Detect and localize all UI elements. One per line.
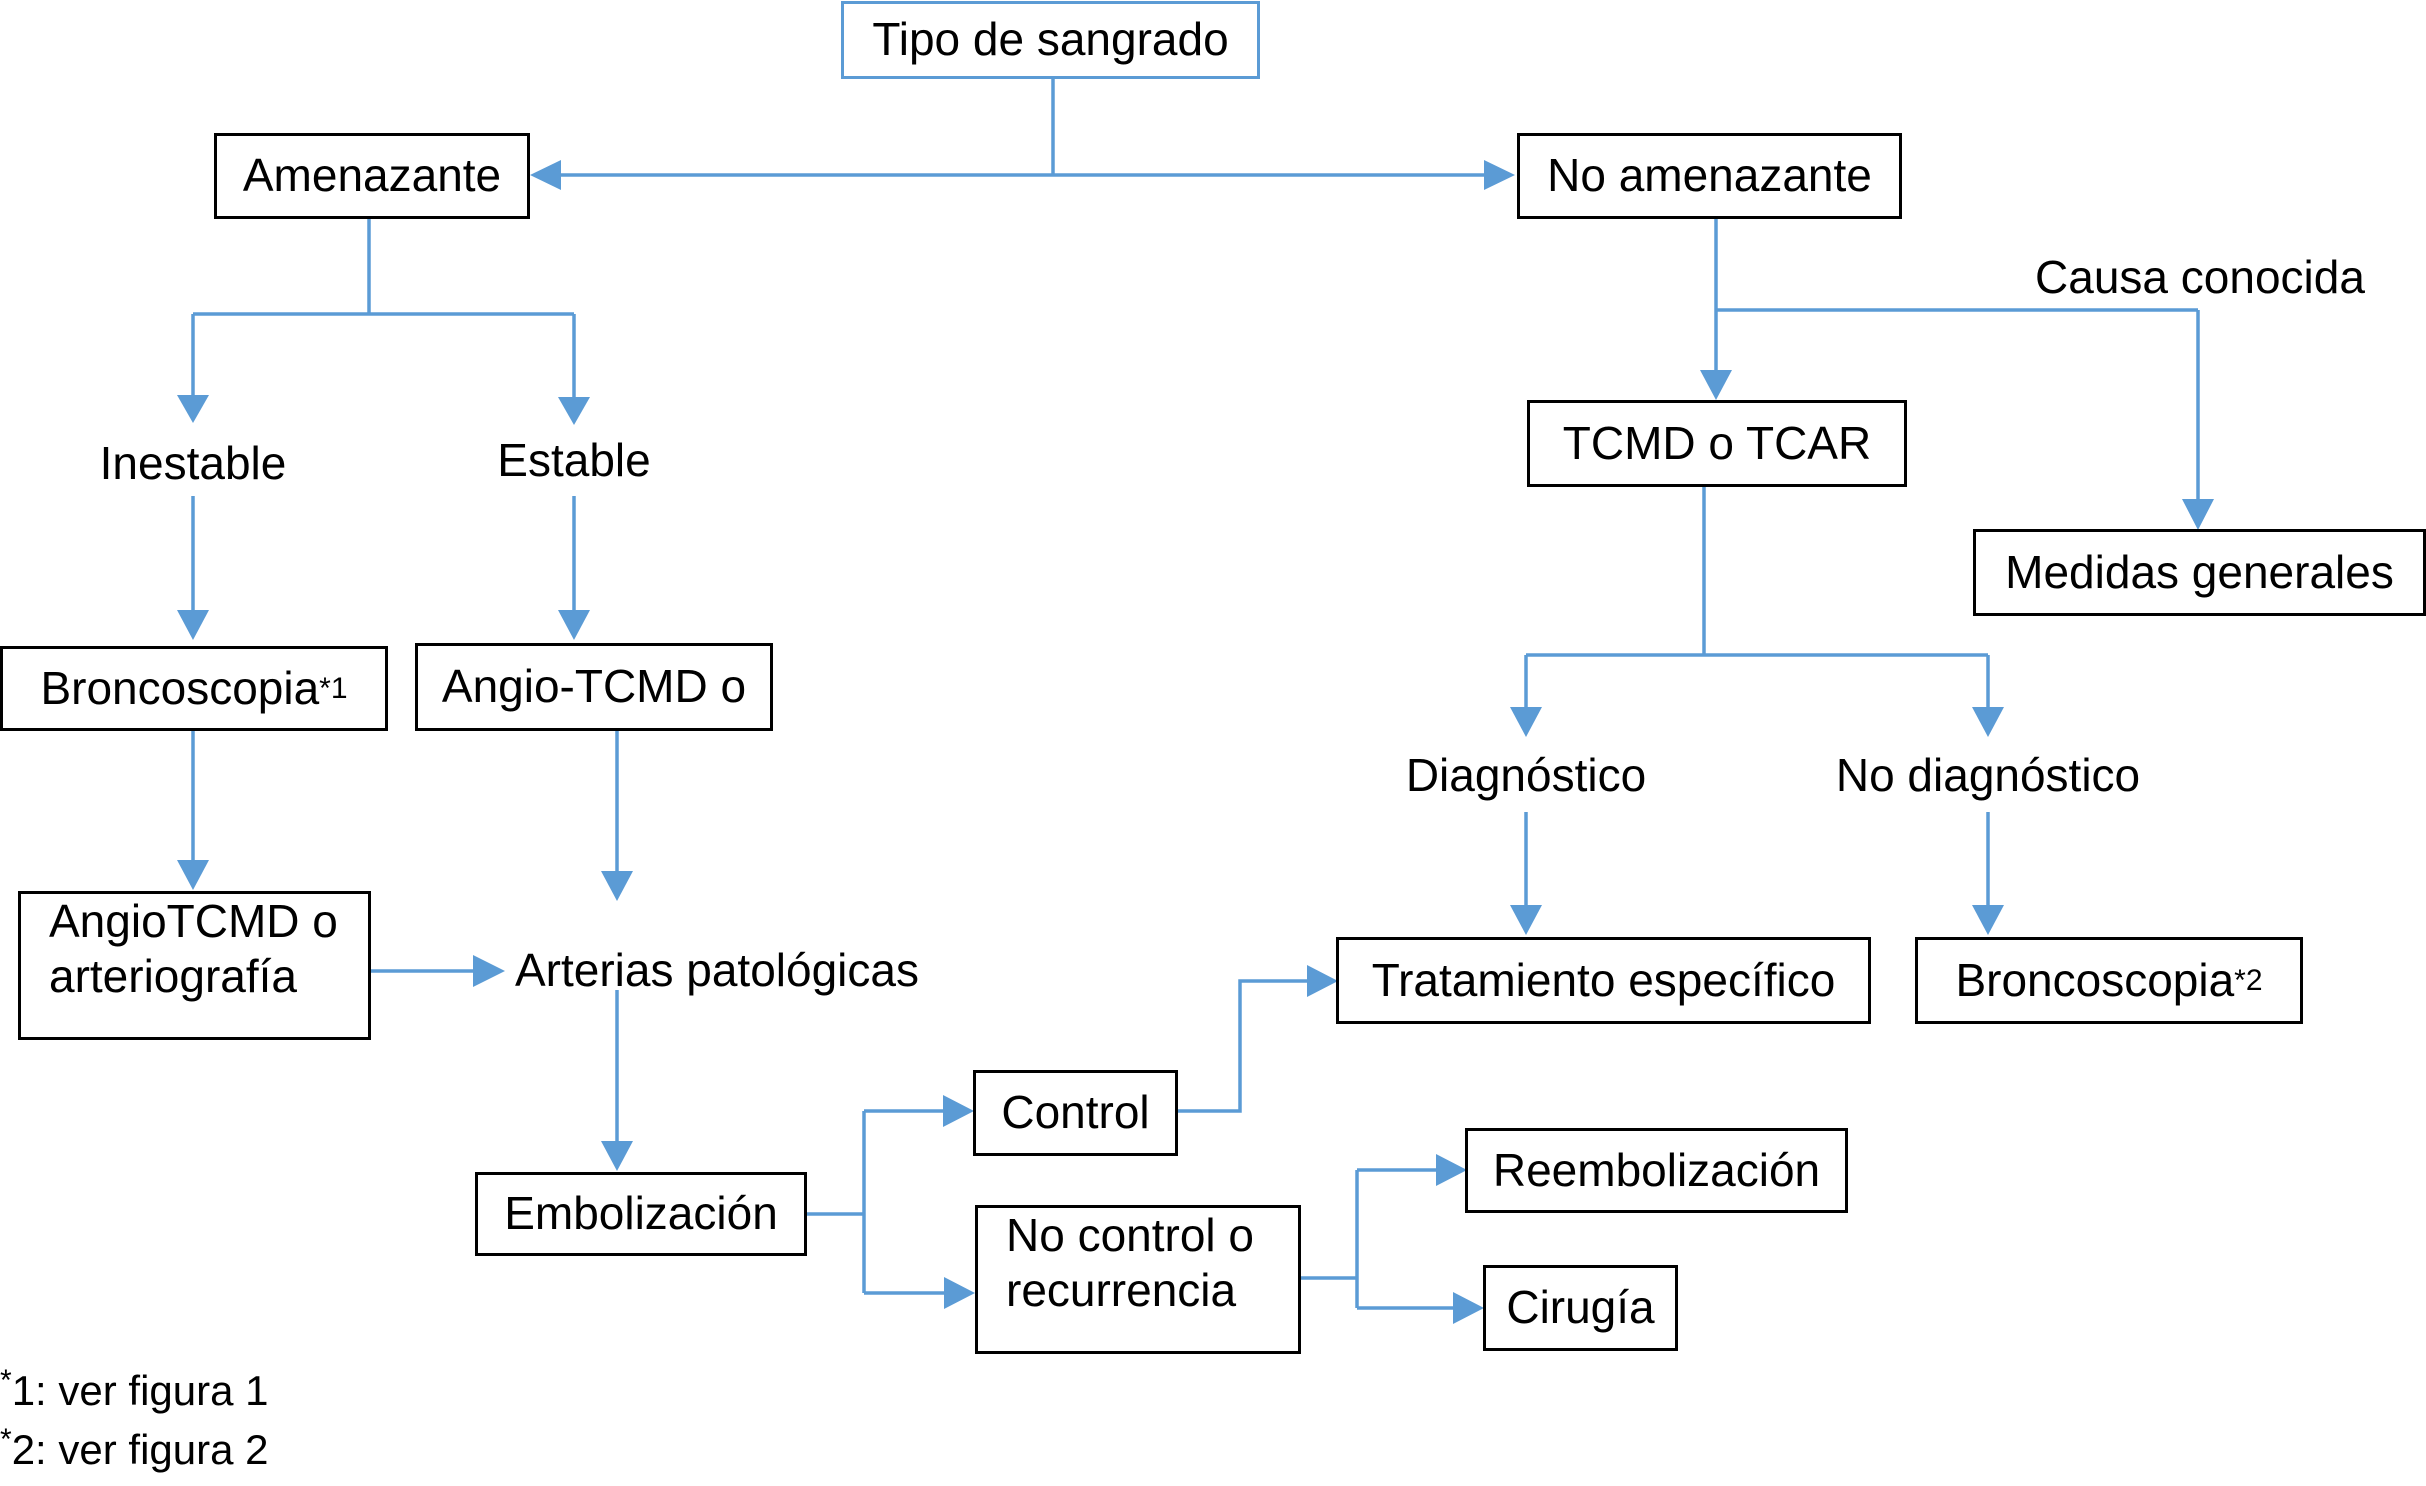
arrowhead-reembolizacion [1436, 1154, 1467, 1186]
arrowhead-tcmd [1700, 370, 1732, 400]
arrowhead-no-amenazante [1484, 160, 1515, 190]
node-cirugia: Cirugía [1483, 1265, 1678, 1351]
arrowhead-control [943, 1095, 974, 1127]
arrowhead-estable [558, 397, 590, 425]
node-no-amenazante-label: No amenazante [1547, 149, 1872, 202]
node-control-label: Control [1001, 1086, 1150, 1139]
label-causa-conocida-text: Causa conocida [2035, 251, 2365, 303]
node-embolizacion-label: Embolización [504, 1187, 778, 1240]
arrowhead-no-control [944, 1277, 975, 1309]
arrowhead-angio [558, 610, 590, 640]
arrowhead-cirugia [1453, 1292, 1484, 1324]
node-broncoscopia-1: Broncoscopia*1 [0, 646, 388, 731]
arrowhead-arterias-top [601, 871, 633, 901]
arrowhead-embolizacion [601, 1141, 633, 1171]
node-cirugia-label: Cirugía [1506, 1281, 1655, 1334]
node-tipo-de-sangrado: Tipo de sangrado [841, 1, 1260, 79]
node-angio-tcmd-label: Angio-TCMD o [441, 660, 747, 713]
arrowhead-arterias-left [473, 955, 505, 987]
arrowhead-tratamiento-left [1307, 965, 1338, 997]
node-amenazante-label: Amenazante [242, 149, 502, 202]
edge-control-to-tratamiento [1177, 979, 1321, 1113]
label-causa-conocida: Causa conocida [2010, 242, 2390, 312]
node-broncoscopia-2-label: Broncoscopia [1955, 953, 2235, 1006]
node-medidas-generales: Medidas generales [1973, 529, 2426, 616]
footnote-2-mark: * [0, 1423, 12, 1456]
node-no-control-recurrencia: No control o recurrencia [975, 1205, 1301, 1354]
label-inestable-text: Inestable [99, 436, 287, 489]
footnote-2: *2: ver figura 2 [0, 1423, 269, 1474]
node-control: Control [973, 1070, 1178, 1156]
label-estable-text: Estable [497, 433, 651, 486]
node-no-control-line-2: recurrencia [1006, 1264, 1237, 1317]
arrowhead-amenazante [530, 160, 561, 190]
label-inestable: Inestable [60, 425, 326, 500]
arrowhead-medidas [2182, 499, 2214, 530]
edge-amenazante-stem [193, 218, 574, 316]
label-arterias-patologicas: Arterias patológicas [515, 930, 955, 1010]
node-tcmd-tcar-label: TCMD o TCAR [1562, 416, 1872, 469]
arrowhead-no-diagnostico [1972, 707, 2004, 737]
node-angiotcmd-line-2: arteriografía [49, 950, 298, 1003]
arrowhead-angiotcmd [177, 860, 209, 890]
node-embolizacion: Embolización [475, 1172, 807, 1256]
node-no-control-line-1: No control o [1006, 1209, 1255, 1261]
node-broncoscopia-1-label: Broncoscopia [40, 661, 320, 714]
node-reembolizacion: Reembolización [1465, 1128, 1848, 1213]
arrowhead-broncoscopia2 [1972, 905, 2004, 935]
node-angiotcmd-arteriografia: AngioTCMD o arteriografía [18, 891, 371, 1040]
label-arterias-text: Arterias patológicas [515, 944, 919, 996]
node-tratamiento-label: Tratamiento específico [1371, 953, 1836, 1006]
footnote-1: *1: ver figura 1 [0, 1364, 269, 1415]
arrowhead-tratamiento-top [1510, 905, 1542, 935]
node-angio-tcmd: Angio-TCMD o [415, 643, 773, 731]
node-tratamiento-especifico: Tratamiento específico [1336, 937, 1871, 1024]
label-estable: Estable [460, 422, 688, 497]
edge-embolizacion-split [806, 1111, 866, 1293]
label-diagnostico: Diagnóstico [1380, 737, 1672, 812]
edge-no-control-split [1300, 1170, 1359, 1308]
edge-no-amenazante-stem [1714, 218, 2198, 312]
node-tcmd-tcar: TCMD o TCAR [1527, 400, 1907, 487]
footnote-1-text: 1: ver figura 1 [11, 1367, 269, 1414]
node-medidas-label: Medidas generales [2005, 545, 2394, 598]
label-no-diagnostico: No diagnóstico [1815, 737, 2161, 812]
label-diagnostico-text: Diagnóstico [1405, 748, 1647, 801]
arrowhead-inestable [177, 395, 209, 423]
footnote-2-text: 2: ver figura 2 [11, 1426, 269, 1473]
label-no-diagnostico-text: No diagnóstico [1835, 748, 2141, 801]
arrowhead-diagnostico [1510, 707, 1542, 737]
node-amenazante: Amenazante [214, 133, 530, 219]
node-angiotcmd-line-1: AngioTCMD o [49, 895, 338, 947]
arrowhead-broncoscopia1 [177, 610, 209, 640]
footnote-1-mark: * [0, 1364, 12, 1397]
edge-tcmd-stem [1526, 486, 1988, 657]
node-broncoscopia-2: Broncoscopia*2 [1915, 937, 2303, 1024]
node-reembolizacion-label: Reembolización [1492, 1143, 1821, 1196]
node-no-amenazante: No amenazante [1517, 133, 1902, 219]
node-tipo-label: Tipo de sangrado [872, 13, 1229, 66]
